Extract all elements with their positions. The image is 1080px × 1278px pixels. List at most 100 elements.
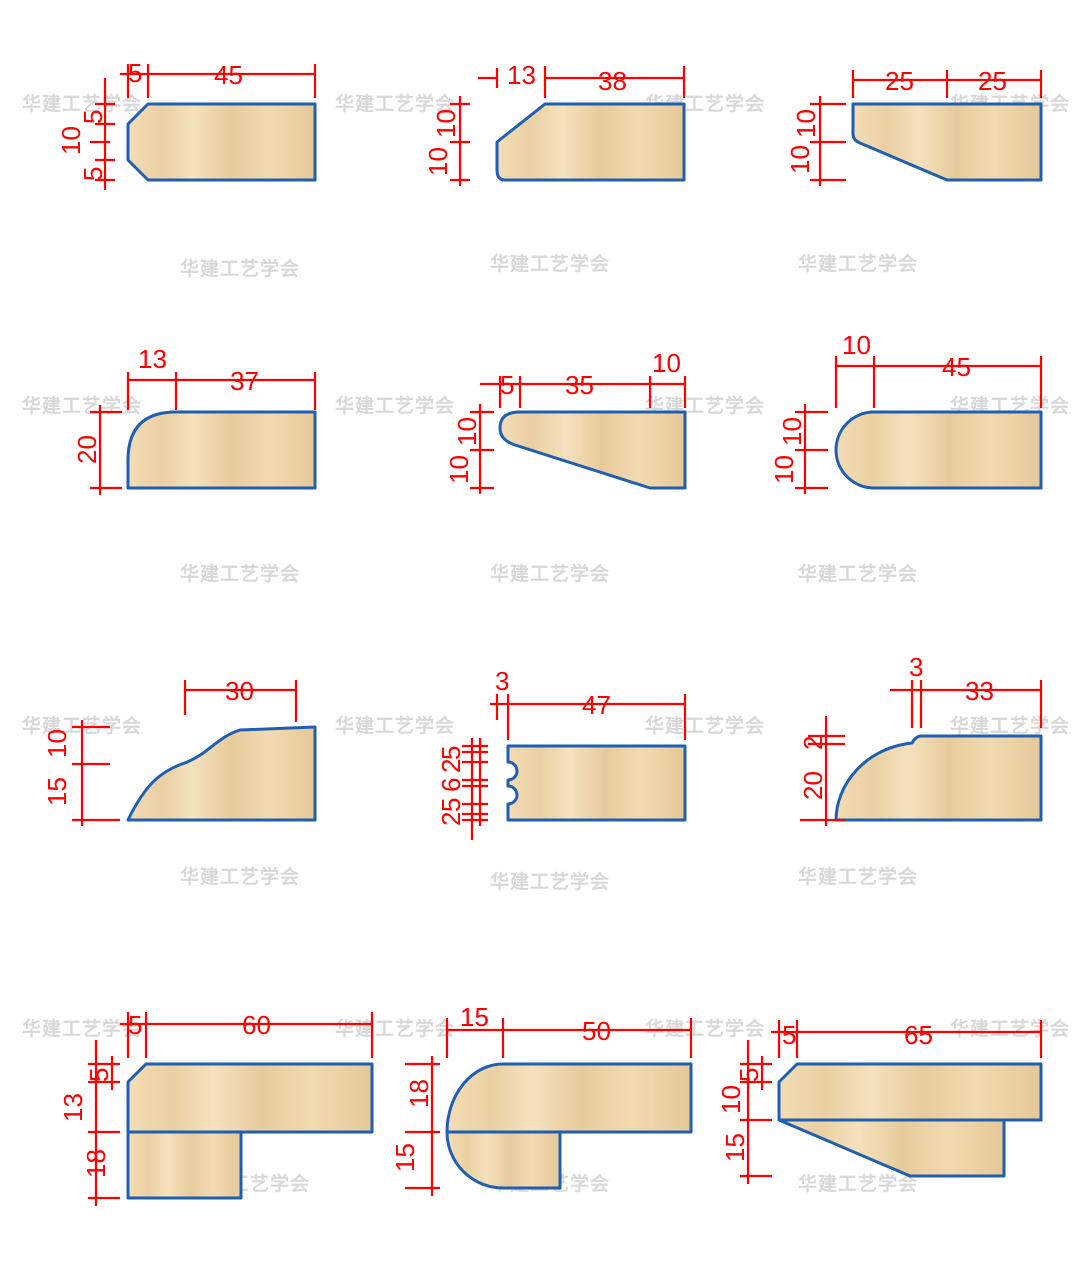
- profile-1-dim-label: 10: [56, 126, 86, 155]
- profile-2-dim-label: 10: [423, 147, 453, 176]
- profile-12-shape-bottom: [777, 1118, 1006, 1178]
- profile-8-dim-label: 2: [436, 812, 466, 826]
- profile-6-dim-label: 45: [942, 352, 971, 382]
- profile-9-dimension-lines: [800, 680, 1043, 826]
- profile-6-shape: [834, 410, 1043, 490]
- profile-4-dimension-lines: [90, 372, 317, 495]
- profile-1-dim-label: 5: [78, 167, 108, 181]
- profile-9-dim-label: 20: [798, 771, 828, 800]
- profile-8-dim-label: 6: [436, 778, 466, 792]
- watermark-text: 华建工艺学会: [490, 870, 610, 893]
- profile-6-dim-label: 10: [842, 330, 871, 360]
- profile-8-dim-label: 47: [582, 690, 611, 720]
- profile-10-dimension-lines: [88, 1012, 374, 1206]
- watermark-text: 华建工艺学会: [180, 562, 300, 585]
- profile-12-dim-label: 10: [716, 1085, 746, 1114]
- profile-5-dim-label: 10: [652, 348, 681, 378]
- watermark-text: 华建工艺学会: [798, 1172, 918, 1195]
- profile-11-dim-label: 18: [404, 1079, 434, 1108]
- watermark-text: 华建工艺学会: [798, 252, 918, 275]
- profile-1-dim-label: 5: [128, 58, 142, 88]
- profile-12-dim-label: 65: [904, 1020, 933, 1050]
- watermark-text: 华建工艺学会: [798, 562, 918, 585]
- profile-10-dim-label: 60: [242, 1010, 271, 1040]
- profile-5-dim-label: 5: [500, 370, 514, 400]
- profile-8-dim-label: 3: [495, 666, 509, 696]
- profile-10-shape-top: [126, 1062, 374, 1134]
- profile-7-dim-label: 10: [42, 729, 72, 758]
- profile-7-dim-label: 30: [225, 676, 254, 706]
- profile-4: 13 37 20: [72, 344, 317, 495]
- profile-8-dimension-lines: [462, 694, 687, 840]
- profile-3: 25 25 10 10: [785, 66, 1043, 186]
- watermark-text: 华建工艺学会: [335, 714, 455, 737]
- profile-2-shape: [495, 102, 686, 182]
- profile-11-dim-label: 50: [582, 1016, 611, 1046]
- profile-12-dim-label: 5: [782, 1020, 796, 1050]
- profile-3-shape: [851, 102, 1043, 182]
- profile-1-dim-label: 45: [214, 60, 243, 90]
- profile-5-dim-label: 35: [565, 370, 594, 400]
- profile-5-shape: [498, 410, 687, 490]
- profile-8-dim-label: 5: [436, 798, 466, 812]
- profile-11-dim-label: 15: [460, 1002, 489, 1032]
- watermark-text: 华建工艺学会: [645, 714, 765, 737]
- profile-1-shape: [126, 102, 317, 182]
- profile-4-dim-label: 13: [138, 344, 167, 374]
- watermark-text: 华建工艺学会: [22, 1017, 142, 1040]
- profile-5-dim-label: 10: [444, 455, 474, 484]
- profile-10-dim-label: 5: [84, 1068, 114, 1082]
- profile-10-shape-bottom: [126, 1130, 243, 1200]
- watermark-text: 华建工艺学会: [22, 394, 142, 417]
- profile-6-dimension-lines: [795, 356, 1043, 494]
- profile-6-dim-label: 10: [777, 417, 807, 446]
- profile-10-dim-label: 5: [128, 1010, 142, 1040]
- profile-10-dim-label: 13: [58, 1093, 88, 1122]
- profile-11-dim-label: 15: [390, 1143, 420, 1172]
- profile-2-dimension-lines: [450, 66, 686, 186]
- profile-12-dim-label: 5: [734, 1068, 764, 1082]
- profile-11: 15 50 18 15: [390, 1002, 693, 1196]
- profile-8-dim-label: 2: [436, 759, 466, 773]
- profile-10-dim-label: 18: [81, 1149, 111, 1178]
- profile-2-dim-label: 13: [507, 60, 536, 90]
- watermark-text: 华建工艺学会: [490, 562, 610, 585]
- profile-8: 3 47 5 2 6 5 2: [436, 666, 687, 840]
- profile-9-shape: [834, 734, 1043, 822]
- watermark-text: 华建工艺学会: [335, 92, 455, 115]
- profile-5: 5 35 10 10 10: [444, 348, 687, 494]
- profile-7-dim-label: 15: [42, 777, 72, 806]
- watermark-text: 华建工艺学会: [180, 257, 300, 280]
- watermark-text: 华建工艺学会: [645, 1017, 765, 1040]
- profile-3-dim-label: 10: [791, 109, 821, 138]
- profile-1-dimension-lines: [90, 64, 317, 190]
- profile-8-shape: [506, 744, 687, 822]
- profile-2: 13 38 10 10: [423, 60, 686, 186]
- profile-4-dim-label: 20: [72, 435, 102, 464]
- profile-11-shape-top: [445, 1062, 693, 1134]
- profile-7-dimension-lines: [72, 680, 298, 826]
- watermark-text: 华建工艺学会: [180, 865, 300, 888]
- watermark-text: 华建工艺学会: [798, 865, 918, 888]
- watermark-text: 华建工艺学会: [335, 1017, 455, 1040]
- profile-12-dim-label: 15: [720, 1133, 750, 1162]
- profile-5-dim-label: 10: [452, 417, 482, 446]
- watermark-text: 华建工艺学会: [490, 252, 610, 275]
- watermark-text: 华建工艺学会: [22, 92, 142, 115]
- profile-11-dimension-lines: [405, 1018, 693, 1196]
- watermark-text: 华建工艺学会: [335, 394, 455, 417]
- profile-6-dim-label: 10: [769, 455, 799, 484]
- watermark-text: 华建工艺学会: [950, 1017, 1070, 1040]
- profile-3-dimension-lines: [810, 70, 1043, 186]
- profile-8-dim-label: 5: [436, 746, 466, 760]
- profile-1-dim-label: 5: [78, 110, 108, 124]
- profile-5-dimension-lines: [470, 376, 687, 494]
- profile-7-shape: [126, 725, 317, 822]
- profile-9: 3 33 2 20: [798, 652, 1043, 826]
- profile-12: 5 65 10 5 15: [716, 1020, 1043, 1184]
- profile-9-dim-label: 33: [965, 676, 994, 706]
- profile-12-shape-top: [777, 1062, 1043, 1122]
- profile-7: 30 10 15: [42, 676, 317, 826]
- profile-1: 5 45 10 5 5: [56, 58, 317, 190]
